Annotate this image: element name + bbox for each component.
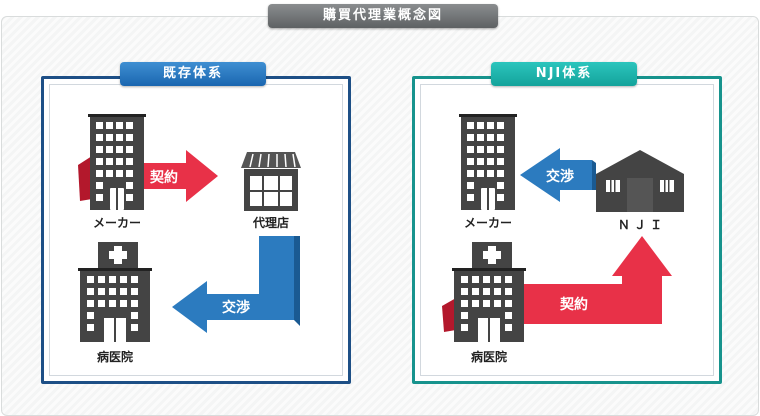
right-negotiation-label: 交渉 [546, 169, 574, 185]
left-hospital-label: 病医院 [96, 350, 133, 364]
page-title: 購買代理業概念図 [268, 4, 498, 28]
hospital-icon [78, 242, 152, 342]
right-nji-label: Ｎ Ｊ Ｉ [617, 218, 663, 232]
left-maker-label: メーカー [92, 216, 141, 230]
right-hospital-label: 病医院 [470, 350, 507, 364]
warehouse-icon [596, 150, 684, 212]
right-negotiation-arrow [520, 148, 596, 202]
left-negotiation-label: 交渉 [222, 300, 250, 316]
left-contract-label: 契約 [150, 170, 178, 186]
office-building-icon [459, 114, 517, 210]
right-contract-arrow [442, 236, 672, 332]
office-building-icon [88, 114, 146, 210]
hospital-icon [452, 242, 526, 342]
shop-icon [241, 152, 301, 211]
existing-system-title: 既存体系 [120, 62, 266, 86]
left-agency-label: 代理店 [252, 216, 289, 230]
left-contract-arrow [78, 150, 218, 202]
right-contract-label: 契約 [560, 297, 588, 313]
nji-system-title: NJI体系 [491, 62, 637, 86]
left-negotiation-arrow [172, 236, 300, 333]
right-maker-label: メーカー [463, 216, 512, 230]
